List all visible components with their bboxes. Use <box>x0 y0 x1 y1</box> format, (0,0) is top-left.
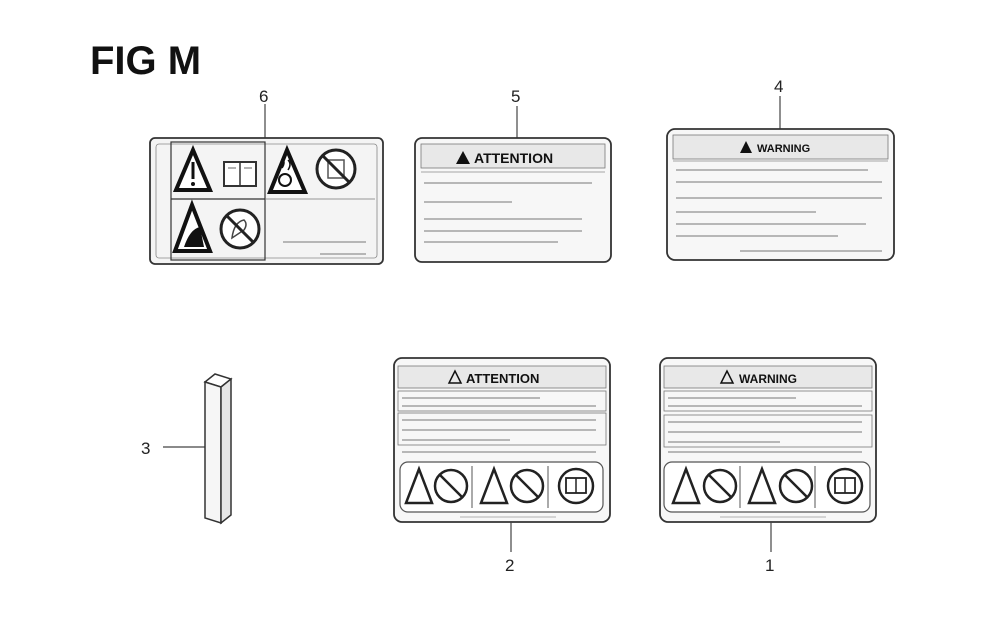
prohibition-icon <box>433 468 469 504</box>
callout-5: 5 <box>511 87 520 106</box>
label-1-header: WARNING <box>739 372 797 386</box>
label-2-header: ATTENTION <box>466 371 539 386</box>
label-2: ATTENTION 2 <box>393 357 611 575</box>
hot-surface-warning-icon <box>267 144 309 194</box>
label-1: WARNING 1 <box>659 357 877 575</box>
label-6: 6 <box>149 87 384 265</box>
prohibition-icon <box>702 468 738 504</box>
label-5-header: ATTENTION <box>474 150 553 166</box>
warning-triangle-icon <box>456 151 470 164</box>
manual-book-icon <box>557 467 595 505</box>
warning-triangle-icon <box>719 369 735 384</box>
label-4-border <box>666 128 895 261</box>
label-4-header: WARNING <box>757 143 810 155</box>
no-touch-prohibition-icon <box>219 208 261 250</box>
warning-triangle-icon <box>740 141 752 153</box>
prohibition-icon <box>315 148 357 190</box>
callout-3: 3 <box>141 439 150 458</box>
figure-title: FIG M <box>90 39 201 83</box>
label-5: 5 ATTENTION <box>414 87 612 263</box>
callout-4: 4 <box>774 77 783 96</box>
manual-book-icon <box>826 467 864 505</box>
manual-book-icon <box>223 161 257 187</box>
operator-warning-icon <box>172 199 213 253</box>
callout-2: 2 <box>505 556 514 575</box>
warning-triangle-icon <box>479 465 509 505</box>
warning-triangle-icon <box>404 465 434 505</box>
callout-6: 6 <box>259 87 268 106</box>
prohibition-icon <box>778 468 814 504</box>
label-4: 4 WARNING <box>666 77 895 261</box>
callout-1: 1 <box>765 556 774 575</box>
warning-triangle-icon <box>172 144 214 192</box>
warning-triangle-icon <box>447 369 463 384</box>
warning-triangle-icon <box>671 465 701 505</box>
part-3-strip: 3 <box>141 373 233 525</box>
prohibition-icon <box>509 468 545 504</box>
warning-triangle-icon <box>747 465 777 505</box>
